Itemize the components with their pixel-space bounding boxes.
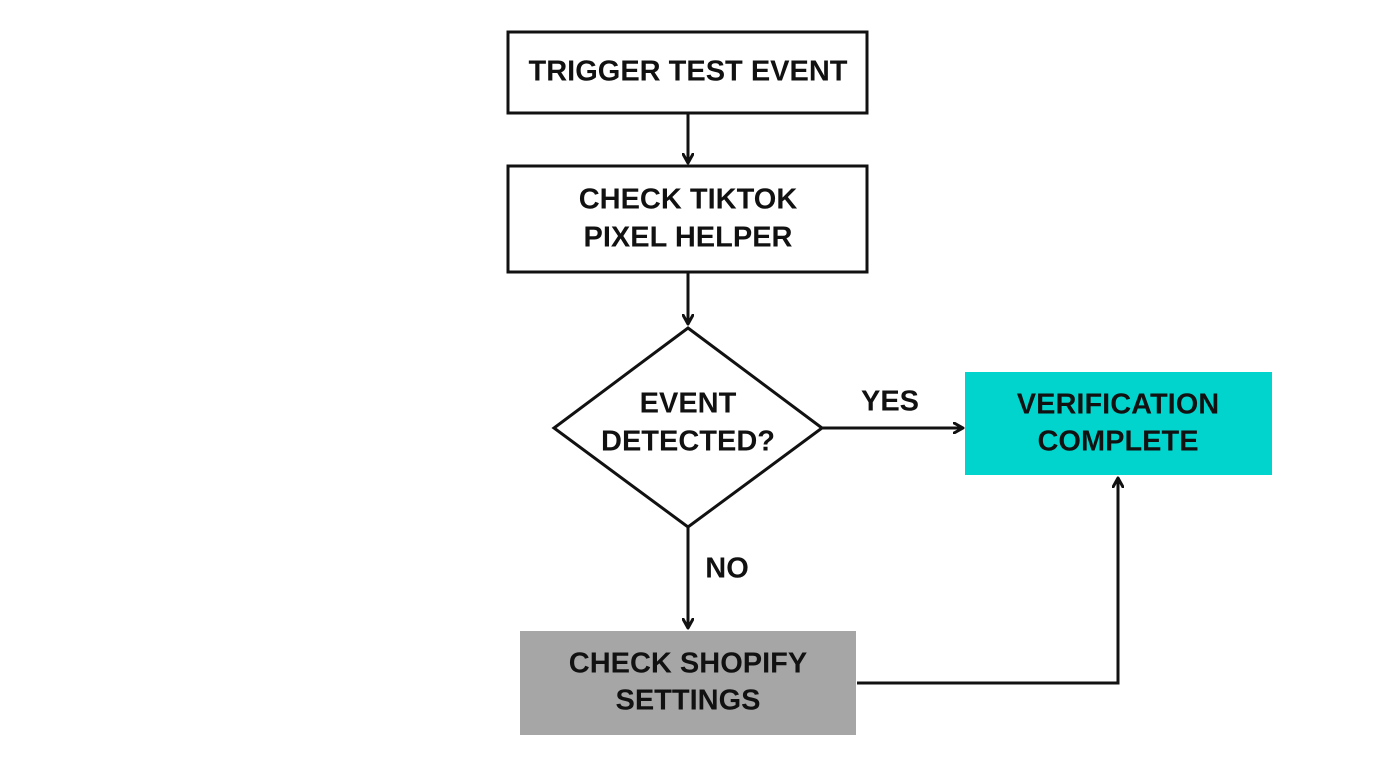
node-trigger-box <box>506 30 869 115</box>
node-verification-label-line-2: COMPLETE <box>1037 426 1198 458</box>
node-check-shopify-settings: CHECK SHOPIFY SETTINGS <box>520 631 856 735</box>
node-trigger-label: TRIGGER TEST EVENT <box>528 56 847 88</box>
decision-label-line-2: DETECTED? <box>601 426 775 458</box>
edge-label-yes: YES <box>861 386 919 418</box>
node-check-tiktok-pixel-helper: CHECK TIKTOK PIXEL HELPER <box>506 164 869 274</box>
decision-label-line-1: EVENT <box>640 388 737 420</box>
decision-diamond <box>551 326 825 529</box>
node-shopify-label-line-2: SETTINGS <box>615 685 760 717</box>
node-verification-complete: VERIFICATION COMPLETE <box>965 372 1272 475</box>
node-shopify-label-line-1: CHECK SHOPIFY <box>569 648 807 680</box>
node-event-detected-decision: EVENT DETECTED? <box>551 326 825 529</box>
node-pixel-helper-box <box>506 164 869 274</box>
node-verification-box <box>965 372 1272 475</box>
edge-shopify-to-verification <box>857 478 1118 685</box>
edge-label-no: NO <box>705 553 749 585</box>
node-pixel-helper-label-line-2: PIXEL HELPER <box>584 222 793 254</box>
node-trigger-test-event: TRIGGER TEST EVENT <box>506 30 869 115</box>
node-pixel-helper-label-line-1: CHECK TIKTOK <box>579 184 798 216</box>
node-shopify-box <box>520 631 856 735</box>
node-verification-label-line-1: VERIFICATION <box>1017 389 1219 421</box>
